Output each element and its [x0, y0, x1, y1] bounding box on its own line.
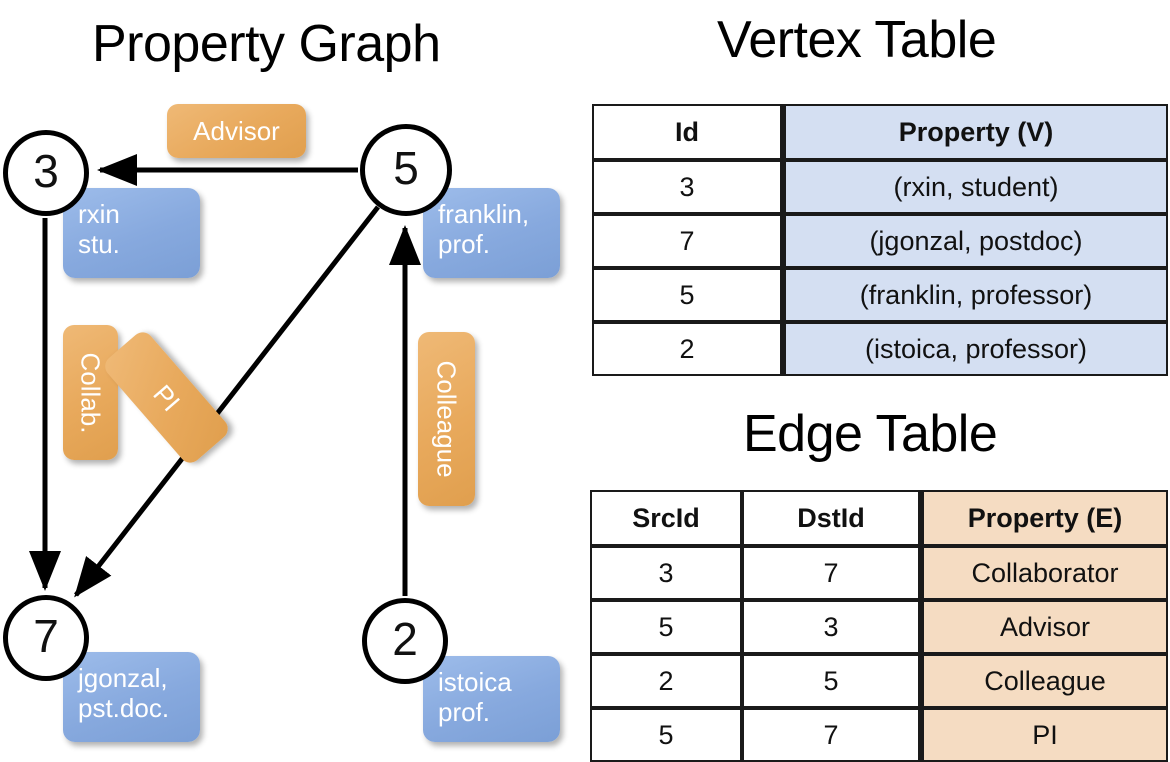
edge-cell-srcid: 2 — [590, 654, 742, 708]
edge-label-colleague: Colleague — [418, 332, 475, 506]
node-property-box-5: franklin, prof. — [423, 188, 560, 278]
graph-node-7: 7 — [3, 595, 89, 681]
edge-table-header-dstid: DstId — [742, 490, 920, 546]
node-property-7-line1: jgonzal, — [78, 663, 168, 693]
vertex-table: Id Property (V) 3 (rxin, student) 7 (jgo… — [592, 104, 1168, 376]
edge-cell-srcid: 3 — [590, 546, 742, 600]
graph-node-2: 2 — [362, 598, 448, 684]
page-title-edge-table: Edge Table — [743, 405, 998, 463]
node-property-box-7: jgonzal, pst.doc. — [63, 652, 200, 742]
vertex-cell-property: (franklin, professor) — [782, 268, 1168, 322]
table-row: 5 7 PI — [590, 708, 1168, 762]
vertex-cell-id: 7 — [592, 214, 782, 268]
node-property-2-line2: prof. — [438, 696, 491, 727]
edge-cell-dstid: 7 — [742, 708, 920, 762]
table-row: 5 3 Advisor — [590, 600, 1168, 654]
graph-node-3-label: 3 — [33, 145, 59, 197]
edge-table-header-property: Property (E) — [920, 490, 1168, 546]
vertex-cell-property: (rxin, student) — [782, 160, 1168, 214]
property-graph-diagram: Advisor Collab. PI Colleague rxin stu. f… — [0, 0, 585, 760]
vertex-table-header-property: Property (V) — [782, 104, 1168, 160]
edge-cell-dstid: 5 — [742, 654, 920, 708]
node-property-3-line1: rxin — [78, 199, 120, 229]
edge-5-to-7 — [74, 205, 380, 598]
edge-label-pi-text: PI — [147, 378, 186, 417]
node-property-5-line2: prof. — [438, 228, 491, 259]
page-title-vertex-table: Vertex Table — [717, 11, 997, 69]
edge-table-header-srcid: SrcId — [590, 490, 742, 546]
vertex-cell-id: 5 — [592, 268, 782, 322]
edge-table-header-row: SrcId DstId Property (E) — [590, 490, 1168, 546]
table-row: 2 (istoica, professor) — [592, 322, 1168, 376]
graph-node-5-label: 5 — [393, 142, 419, 194]
edge-cell-property: Colleague — [920, 654, 1168, 708]
node-property-2-line1: istoica — [438, 667, 512, 697]
vertex-cell-property: (jgonzal, postdoc) — [782, 214, 1168, 268]
graph-node-7-label: 7 — [33, 610, 59, 662]
vertex-table-header-id: Id — [592, 104, 782, 160]
table-row: 3 (rxin, student) — [592, 160, 1168, 214]
node-property-5-line1: franklin, — [438, 199, 530, 229]
table-row: 7 (jgonzal, postdoc) — [592, 214, 1168, 268]
graph-node-2-label: 2 — [392, 613, 418, 665]
vertex-cell-id: 2 — [592, 322, 782, 376]
table-row: 5 (franklin, professor) — [592, 268, 1168, 322]
edge-table: SrcId DstId Property (E) 3 7 Collaborato… — [590, 490, 1168, 762]
graph-node-5: 5 — [360, 124, 452, 216]
edge-cell-property: Collaborator — [920, 546, 1168, 600]
table-row: 3 7 Collaborator — [590, 546, 1168, 600]
graph-node-3: 3 — [3, 130, 89, 216]
edge-cell-srcid: 5 — [590, 600, 742, 654]
node-property-3-line2: stu. — [78, 228, 120, 259]
vertex-table-header-row: Id Property (V) — [592, 104, 1168, 160]
edge-cell-property: PI — [920, 708, 1168, 762]
node-property-7-line2: pst.doc. — [78, 692, 170, 723]
edge-label-advisor-text: Advisor — [193, 116, 280, 146]
table-row: 2 5 Colleague — [590, 654, 1168, 708]
node-property-box-2: istoica prof. — [423, 656, 560, 742]
vertex-cell-property: (istoica, professor) — [782, 322, 1168, 376]
node-property-box-3: rxin stu. — [63, 188, 200, 278]
edge-cell-dstid: 7 — [742, 546, 920, 600]
edge-cell-property: Advisor — [920, 600, 1168, 654]
vertex-cell-id: 3 — [592, 160, 782, 214]
edge-cell-dstid: 3 — [742, 600, 920, 654]
edge-label-colleague-text: Colleague — [431, 360, 462, 478]
edge-label-advisor: Advisor — [167, 104, 306, 158]
edge-label-collab-text: Collab. — [75, 352, 106, 433]
graph-edge-arrows — [29, 154, 421, 598]
edge-label-collab: Collab. — [63, 325, 118, 460]
edge-cell-srcid: 5 — [590, 708, 742, 762]
page-title-property-graph: Property Graph — [92, 15, 441, 73]
